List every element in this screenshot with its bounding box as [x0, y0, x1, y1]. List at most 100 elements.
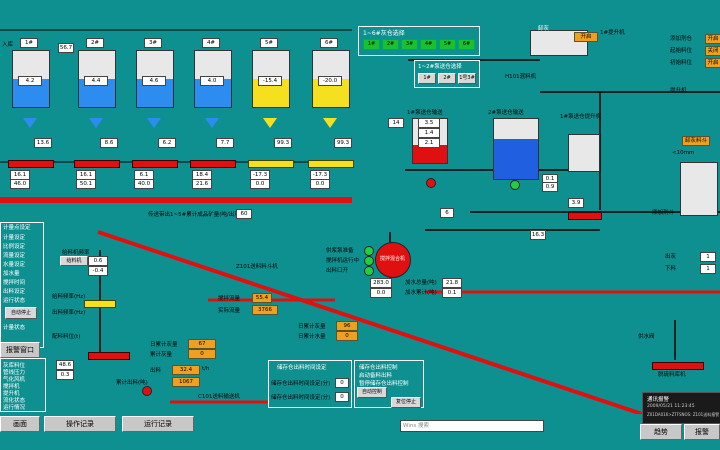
- silo-funnel: [323, 118, 337, 128]
- top-left-label: 入库: [2, 42, 14, 48]
- mixer-label: 搅拌混合机: [380, 256, 406, 262]
- right-lower-v2: 1: [700, 264, 716, 274]
- silo-level: 4.6: [142, 76, 166, 86]
- bottom-v2: 0: [188, 349, 216, 359]
- z101-l2: 实际流量: [218, 308, 241, 314]
- ct1-r1: 14: [388, 118, 404, 128]
- bin-b-r2[interactable]: 暂停储存仓出料控制: [359, 381, 409, 387]
- bin-b-title: 储存仓出料控制: [359, 365, 398, 371]
- bottom-left-v2: 0.3: [56, 370, 74, 380]
- bottom-l2: 累计灰量: [150, 352, 173, 358]
- far-right-btn4[interactable]: 卸灰料斗: [682, 136, 710, 146]
- tab-1[interactable]: 操作记录: [44, 416, 116, 432]
- pump-select-button[interactable]: 1#: [418, 73, 436, 84]
- silo-v4: 40.0: [134, 179, 154, 189]
- bottom-l4: 累计出料(吨): [116, 380, 148, 386]
- pump-select-button[interactable]: 1号3#: [458, 73, 476, 84]
- bin-a-v2[interactable]: 0: [335, 392, 349, 402]
- bottom-l1: 日累计灰量: [150, 342, 178, 348]
- far-right-b1[interactable]: 开启: [705, 34, 720, 44]
- z101-v1: 55.4: [252, 293, 272, 303]
- silo-flow: 13.6: [34, 138, 52, 148]
- ash-select-button[interactable]: 4#: [420, 39, 437, 50]
- bin-b-r1[interactable]: 启动备料出料: [359, 373, 393, 379]
- ash-select-button[interactable]: 1#: [363, 39, 380, 50]
- right-lower-l2: 下料: [665, 266, 677, 272]
- feeder-l3: 出料频率(Hz): [52, 310, 86, 316]
- ct1-r4: 2.1: [418, 138, 440, 148]
- left-lower-row: 提升机: [3, 391, 20, 397]
- bin-time-panel: 储存仓出料时间设定 储存仓出料时间设定(分) 0 储存仓出料时间设定(分) 0: [268, 360, 352, 408]
- left-lower-row: 搅拌机: [3, 384, 20, 390]
- silo-v4: 21.6: [192, 179, 212, 189]
- silo-flow: 6.2: [158, 138, 176, 148]
- auto-stop-button[interactable]: 自动停止: [5, 307, 37, 319]
- far-right-t3: 初始料位: [670, 60, 693, 66]
- right-lower-l4: 脱硫料库机: [658, 372, 686, 378]
- pump-select-panel: 1~2#泵送仓选择 1#2#1号3#: [414, 60, 480, 88]
- silo-conveyor: [248, 160, 294, 168]
- left-panel-title: 计量点设定: [3, 225, 31, 231]
- mid-flow-v1: 96: [336, 321, 358, 331]
- bin-auto-button[interactable]: 自动控制: [357, 387, 387, 398]
- silo-level: 4.4: [84, 76, 108, 86]
- top-left-value: 56.7: [58, 43, 74, 53]
- silo-conveyor: [308, 160, 354, 168]
- mixer-tank: 搅拌混合机: [375, 242, 411, 278]
- left-panel-row: 流量设定: [3, 253, 26, 259]
- mid-flow-l1: 日累计灰量: [298, 324, 326, 330]
- ash-select-button[interactable]: 3#: [401, 39, 418, 50]
- silo-level: -15.4: [258, 76, 282, 86]
- right-tab-0[interactable]: 趋势: [640, 424, 682, 440]
- right-lower-v1: 1: [700, 252, 716, 262]
- silo-tank: [12, 50, 50, 108]
- ash-select-button[interactable]: 5#: [439, 39, 456, 50]
- far-right-lvl: <10mm: [672, 150, 695, 156]
- left-panel-sub: 计量状态: [3, 325, 26, 331]
- status-lamp-icon: [364, 246, 374, 256]
- search-box[interactable]: Wins 搜索: [400, 420, 544, 432]
- tab-2[interactable]: 运行记录: [122, 416, 194, 432]
- silo-level: 4.2: [18, 76, 42, 86]
- far-right-mod: 添加剂斗: [652, 210, 675, 216]
- alarm-window-tab[interactable]: 报警窗口: [0, 342, 40, 358]
- ct1-motor: [426, 178, 436, 188]
- silo-v4: 0.0: [310, 179, 330, 189]
- right-tab-1[interactable]: 报警: [684, 424, 720, 440]
- bin-a-v1[interactable]: 0: [335, 378, 349, 388]
- ash-select-button[interactable]: 6#: [458, 39, 475, 50]
- ct1-bottom: 6: [440, 208, 454, 218]
- belt-line-label: 传送带出1~5#累计成品矿量(吨/出灰总): [148, 212, 248, 218]
- ct1-r2: 3.5: [418, 118, 440, 128]
- silo-v4: 0.0: [250, 179, 270, 189]
- mixer-v2: 0.0: [370, 288, 392, 298]
- far-right-elev: 提升机: [670, 88, 687, 94]
- mixer-v1: 283.0: [370, 278, 392, 288]
- center-tank2: [493, 118, 539, 180]
- bottom-tabbar: [0, 414, 720, 450]
- belt-line-value: 60: [236, 209, 252, 219]
- bin-a-title: 储存仓出料时间设定: [277, 365, 327, 371]
- silo-flow: 8.6: [100, 138, 118, 148]
- bin-reset-button[interactable]: 复位停止: [391, 397, 421, 408]
- tab-0[interactable]: 画面: [0, 416, 40, 432]
- silo-number: 1#: [20, 38, 38, 48]
- alarm-popup[interactable]: 通讯报警 2009/05/21 11:23:45 Z01DA016>ZTFSNO…: [642, 392, 720, 424]
- far-right-b2[interactable]: 关闭: [705, 46, 720, 56]
- mid-flow-v2: 0: [336, 331, 358, 341]
- flow-v2: 0.1: [442, 288, 462, 298]
- elevator-button[interactable]: 开启: [574, 32, 598, 42]
- left-panel-row: 计量设定: [3, 235, 26, 241]
- bottom-unit: t/h: [202, 366, 210, 372]
- bottom-left-v1: 48.6: [56, 360, 74, 370]
- ash-select-button[interactable]: 2#: [382, 39, 399, 50]
- feeder-button[interactable]: 给料机: [60, 256, 88, 266]
- ct2-motor: [510, 180, 520, 190]
- h101-label: H101混料机: [505, 74, 537, 80]
- far-right-b3[interactable]: 开启: [705, 58, 720, 68]
- red-diagonal-pipe: [97, 230, 661, 422]
- pump-select-button[interactable]: 2#: [438, 73, 456, 84]
- silo-conveyor: [132, 160, 178, 168]
- silo-number: 4#: [202, 38, 220, 48]
- center-tank1-title: 1#泵送仓输送: [407, 110, 443, 116]
